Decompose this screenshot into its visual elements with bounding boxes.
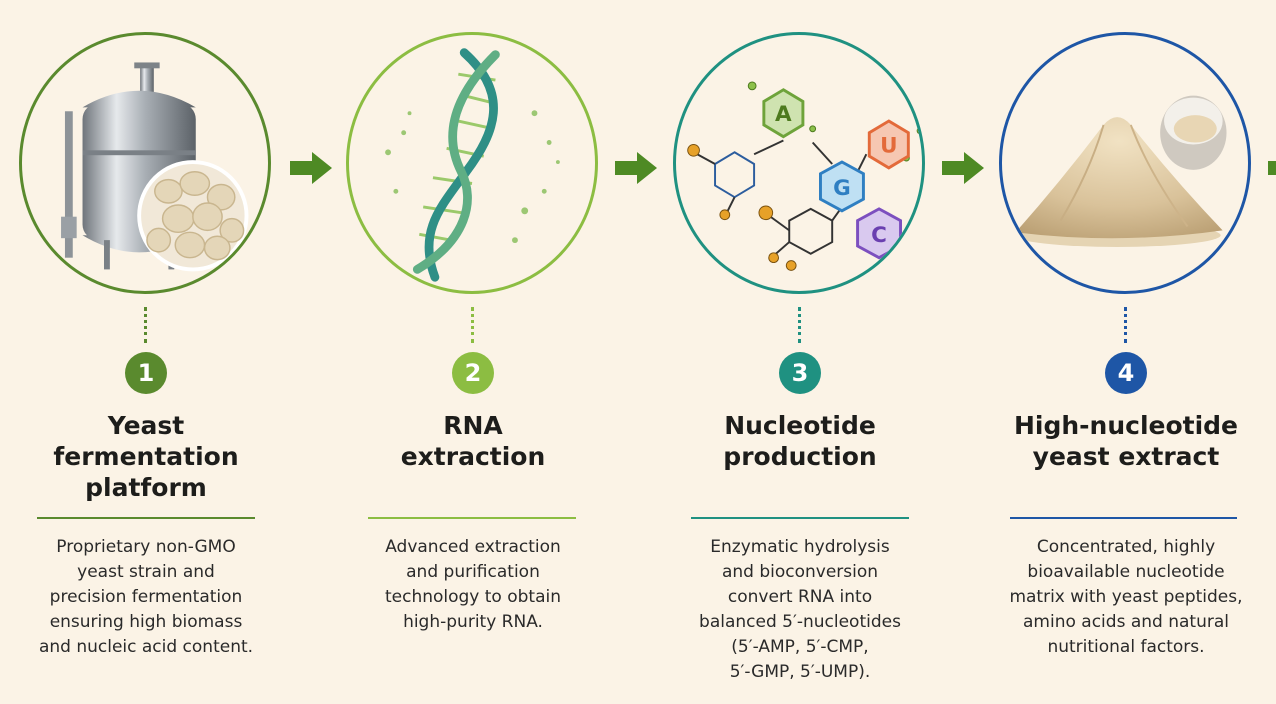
guanine-label: G xyxy=(833,176,851,201)
connector-dots xyxy=(1124,307,1127,343)
step-description: Concentrated, highly bioavailable nucleo… xyxy=(1009,537,1243,657)
arrow-right-icon xyxy=(290,152,332,184)
step-number-badge: 2 xyxy=(452,352,494,394)
step-description: Enzymatic hydrolysis and bioconversion c… xyxy=(699,537,901,682)
cytosine-label: C xyxy=(871,223,887,248)
rna-helix-icon xyxy=(346,32,598,294)
powder-pile-icon xyxy=(999,32,1251,294)
step-title: RNA extraction xyxy=(400,411,546,471)
arrow-right-icon xyxy=(615,152,657,184)
step-number-badge: 4 xyxy=(1105,352,1147,394)
divider xyxy=(691,517,909,519)
divider xyxy=(1010,517,1237,519)
arrow-right-icon xyxy=(1268,161,1276,175)
connector-dots xyxy=(144,307,147,343)
divider xyxy=(37,517,255,519)
adenine-label: A xyxy=(775,102,792,127)
uracil-label: U xyxy=(880,133,897,158)
connector-dots xyxy=(471,307,474,343)
divider xyxy=(368,517,576,519)
arrow-right-icon xyxy=(942,152,984,184)
fermentation-tank-icon xyxy=(19,32,271,294)
step-title: High-nucleotide yeast extract xyxy=(1013,411,1239,471)
step-title: Nucleotide production xyxy=(723,411,877,471)
step-number-badge: 1 xyxy=(125,352,167,394)
connector-dots xyxy=(798,307,801,343)
step-3: A U G C 3 Nucleotide production Enzymati… xyxy=(654,0,954,704)
step-2: 2 RNA extraction Advanced extraction and… xyxy=(327,0,627,704)
step-4: 4 High-nucleotide yeast extract Concentr… xyxy=(980,0,1276,704)
step-1: 1 Yeast fermentation platform Proprietar… xyxy=(0,0,300,704)
step-description: Advanced extraction and purification tec… xyxy=(384,537,562,632)
step-number-badge: 3 xyxy=(779,352,821,394)
step-title: Yeast fermentation platform xyxy=(53,411,239,502)
nucleotide-molecules-icon: A U G C xyxy=(673,32,925,294)
step-description: Proprietary non-GMO yeast strain and pre… xyxy=(38,537,254,657)
